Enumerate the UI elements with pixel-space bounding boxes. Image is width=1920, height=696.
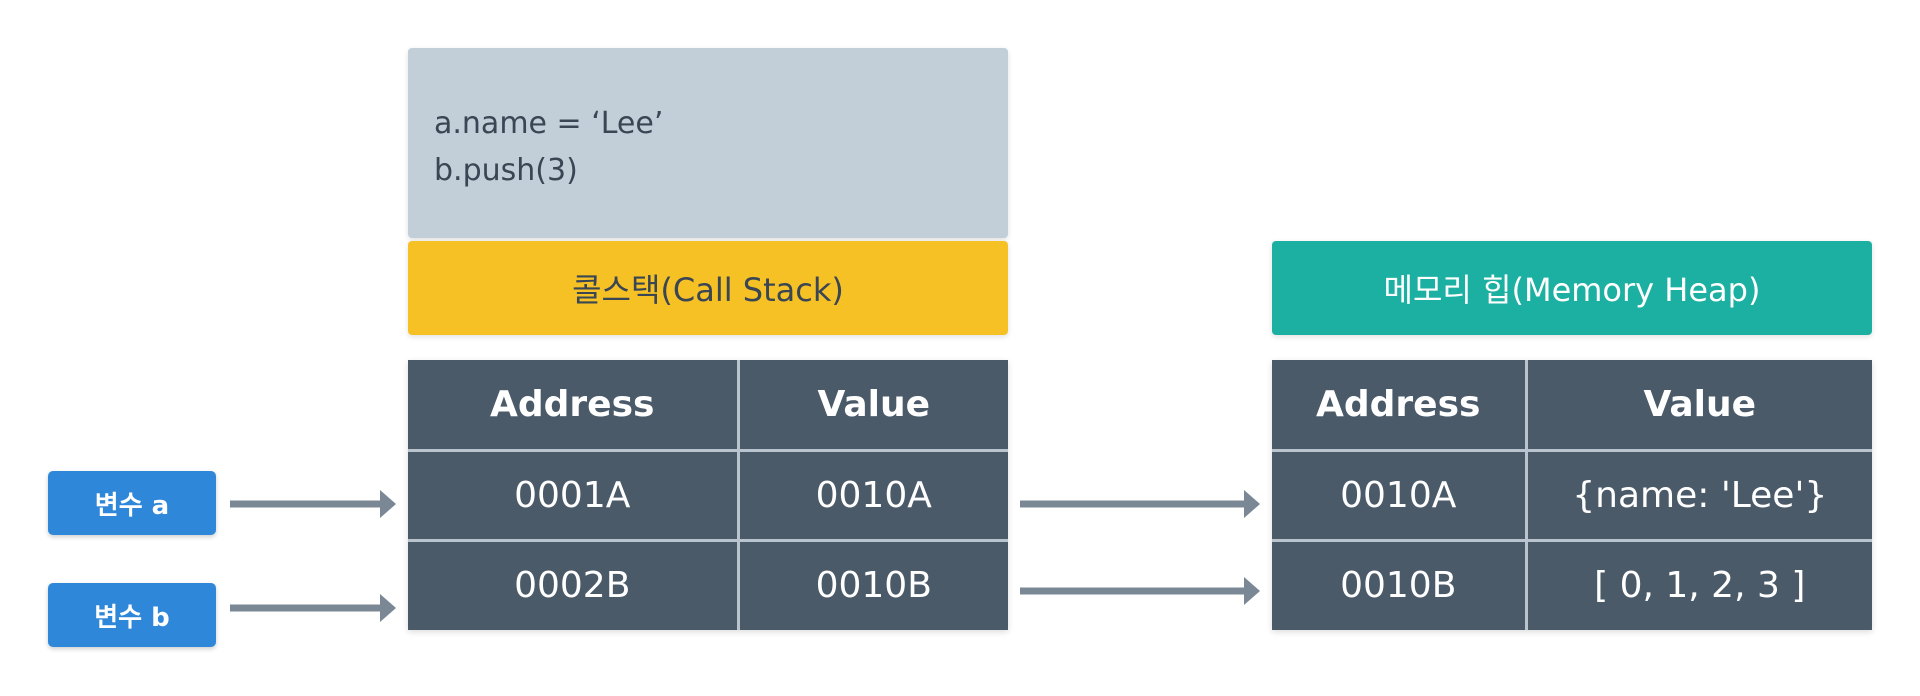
arrow-0010A xyxy=(1020,490,1260,518)
table-row: 0001A 0010A xyxy=(408,448,1008,542)
memory-heap-value-header: Value xyxy=(1524,360,1872,452)
variable-b-label: 변수 b xyxy=(48,583,216,647)
call-stack-value-header: Value xyxy=(736,360,1008,452)
call-stack-value-cell: 0010B xyxy=(736,538,1008,630)
call-stack-title: 콜스택(Call Stack) xyxy=(408,241,1008,335)
memory-heap-title: 메모리 힙(Memory Heap) xyxy=(1272,241,1872,335)
table-row: 0002B 0010B xyxy=(408,538,1008,630)
arrow-head-icon xyxy=(1244,577,1260,605)
variable-a-label: 변수 a xyxy=(48,471,216,535)
table-row: 0010A {name: 'Lee'} xyxy=(1272,448,1872,542)
arrow-variable-a xyxy=(230,490,396,518)
arrow-head-icon xyxy=(380,594,396,622)
memory-heap-table: Address Value 0010A {name: 'Lee'} 0010B … xyxy=(1272,360,1872,630)
arrow-head-icon xyxy=(380,490,396,518)
call-stack-address-header: Address xyxy=(408,360,740,452)
call-stack-header-row: Address Value xyxy=(408,360,1008,452)
code-line-1: a.name = ‘Lee’ xyxy=(434,106,664,141)
arrow-variable-b xyxy=(230,594,396,622)
memory-heap-address-cell: 0010B xyxy=(1272,538,1528,630)
memory-heap-address-cell: 0010A xyxy=(1272,448,1528,542)
call-stack-table: Address Value 0001A 0010A 0002B 0010B xyxy=(408,360,1008,630)
code-line-2: b.push(3) xyxy=(434,153,578,188)
memory-heap-value-cell: {name: 'Lee'} xyxy=(1524,448,1872,542)
code-block: a.name = ‘Lee’ b.push(3) xyxy=(408,48,1008,238)
arrow-head-icon xyxy=(1244,490,1260,518)
memory-heap-value-cell: [ 0, 1, 2, 3 ] xyxy=(1524,538,1872,630)
table-row: 0010B [ 0, 1, 2, 3 ] xyxy=(1272,538,1872,630)
arrow-0010B xyxy=(1020,577,1260,605)
call-stack-address-cell: 0002B xyxy=(408,538,740,630)
memory-heap-address-header: Address xyxy=(1272,360,1528,452)
memory-heap-header-row: Address Value xyxy=(1272,360,1872,452)
call-stack-address-cell: 0001A xyxy=(408,448,740,542)
call-stack-value-cell: 0010A xyxy=(736,448,1008,542)
